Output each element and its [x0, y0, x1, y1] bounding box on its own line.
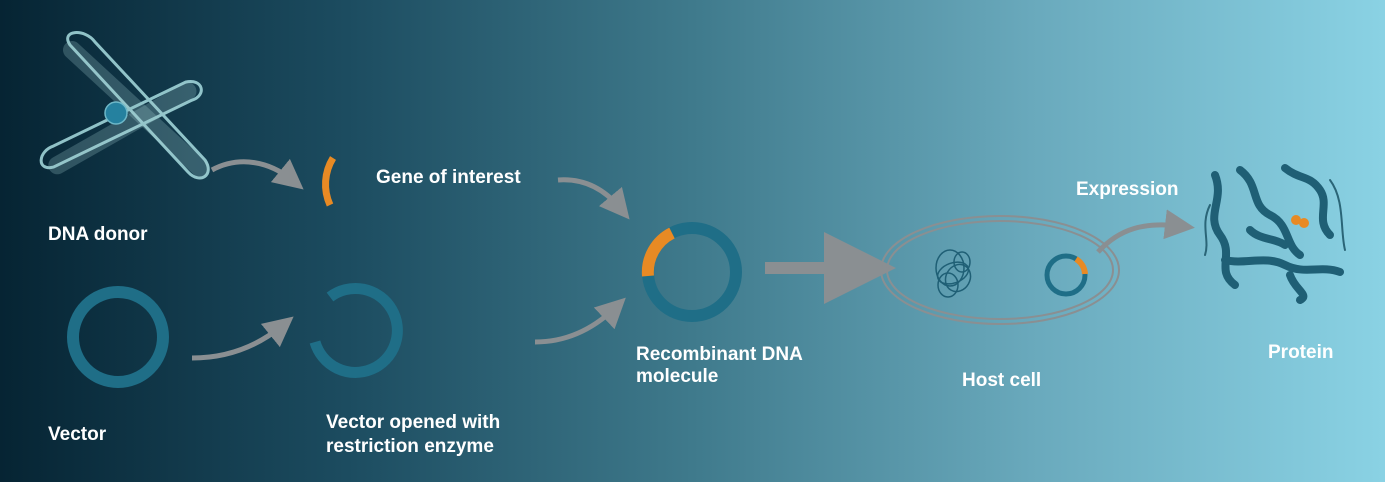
label-vector-opened-line2: restriction enzyme: [326, 436, 494, 457]
label-vector: Vector: [48, 424, 107, 445]
chromosome-icon: [39, 31, 210, 180]
recombinant-plasmid-icon: [641, 222, 742, 322]
arrow-icon: [191, 316, 294, 361]
plasmid-icon: [67, 286, 169, 388]
label-host-cell: Host cell: [962, 370, 1041, 391]
protein-structure-icon: [1204, 164, 1346, 304]
gene-fragment-icon: [322, 156, 337, 207]
arrow-icon: [210, 158, 304, 190]
label-dna-donor: DNA donor: [48, 224, 148, 245]
label-gene-of-interest: Gene of interest: [376, 167, 521, 188]
arrow-icon: [1096, 209, 1195, 254]
label-recombinant-line1: Recombinant DNA: [636, 344, 803, 365]
host-cell-icon: [880, 215, 1120, 325]
chromosomal-dna-tangle-icon: [935, 249, 972, 298]
opened-plasmid-icon: [309, 282, 403, 378]
arrow-icon: [534, 297, 626, 345]
arrow-icon: [557, 177, 630, 220]
label-expression: Expression: [1076, 179, 1178, 200]
label-protein: Protein: [1268, 342, 1333, 363]
label-recombinant-line2: molecule: [636, 366, 718, 387]
label-vector-opened-line1: Vector opened with: [326, 412, 500, 433]
